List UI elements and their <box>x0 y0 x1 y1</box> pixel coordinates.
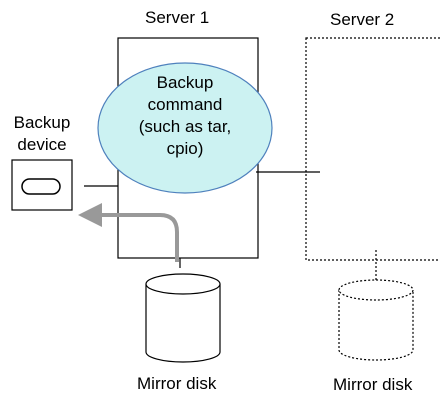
backup-device-label: Backup device <box>2 112 82 156</box>
backup-device-box <box>11 159 73 211</box>
backup-device-slot <box>21 178 61 195</box>
mirror-disk-2-label: Mirror disk <box>333 375 413 394</box>
mirror-disk-2 <box>338 279 414 361</box>
mirror-disk-1-label: Mirror disk <box>137 374 217 393</box>
backup-command-label: Backup command (such as tar, cpio) <box>125 72 245 160</box>
backup-command-line-2: command <box>147 95 223 114</box>
mirror-disk-1 <box>145 273 221 363</box>
backup-command-line-4: cpio) <box>166 139 204 158</box>
backup-command-line-1: Backup <box>156 73 214 92</box>
backup-device-line-2: device <box>17 135 67 154</box>
backup-command-ellipse <box>97 62 273 194</box>
backup-flow-arrow <box>78 203 179 262</box>
server2-label: Server 2 <box>330 10 395 29</box>
backup-command-line-3: (such as tar, <box>138 117 232 136</box>
server2-box <box>305 37 440 261</box>
server1-label: Server 1 <box>145 8 210 27</box>
backup-device-line-1: Backup <box>13 113 71 132</box>
